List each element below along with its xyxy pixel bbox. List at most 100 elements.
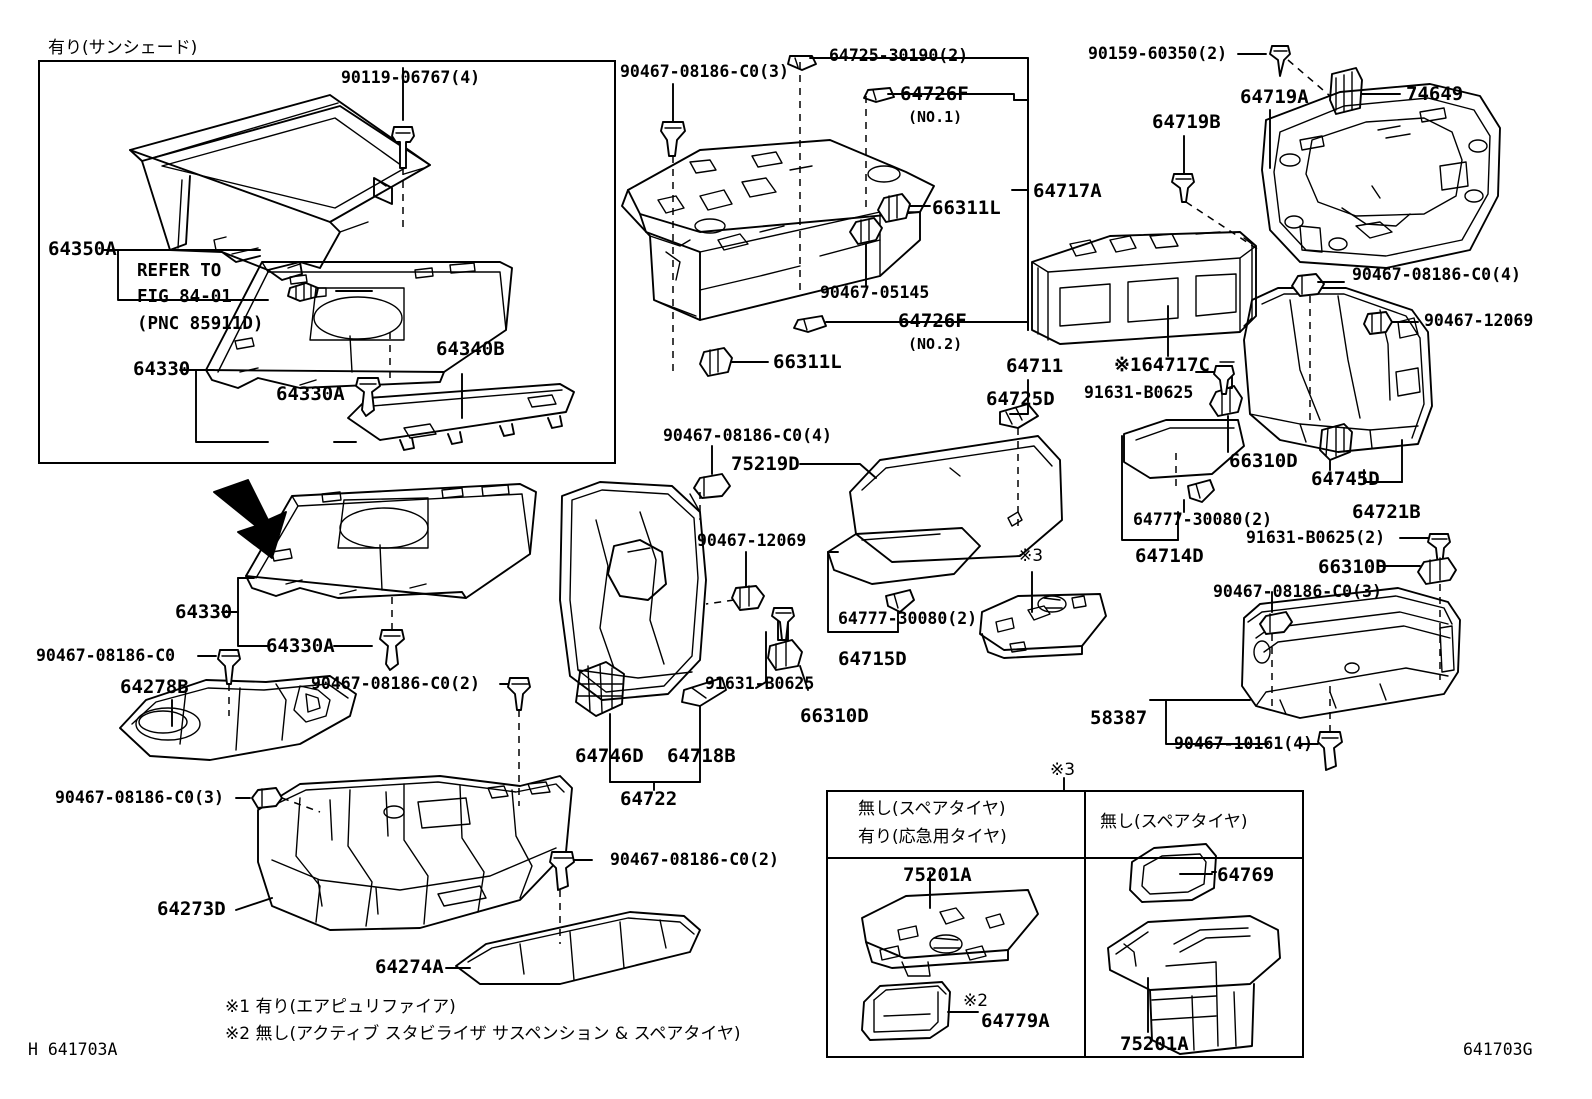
part-66310D-center (767, 611, 803, 671)
fastener-90467-05145 (849, 217, 883, 245)
label-66311L-a: 66311L (932, 197, 1001, 219)
label-64721B: 64721B (1352, 501, 1421, 523)
fastener-90467-08186-right (1291, 273, 1325, 297)
label-64722: 64722 (620, 788, 678, 810)
part-package-tray-lower (245, 483, 537, 599)
fastener-90467-08186-2b (549, 851, 575, 891)
part-64745D (1319, 423, 1353, 461)
label-64330-lower: 64330 (175, 601, 233, 623)
label-64726F-no2: 64726F (898, 310, 967, 332)
fastener-64726F-1 (863, 87, 895, 103)
label-90119-06767: 90119-06767(4) (341, 68, 481, 87)
label-64746D: 64746D (575, 745, 644, 767)
part-64274A (455, 911, 701, 985)
label-64330-inset: 64330 (133, 358, 191, 380)
label-64726F-no2-suffix: (NO.2) (908, 335, 963, 353)
part-74649-clip (1329, 67, 1363, 115)
label-64711: 64711 (1006, 355, 1064, 377)
label-64726F-no1-suffix: (NO.1) (908, 108, 963, 126)
label-90467-10161: 90467-10161(4) (1174, 734, 1314, 753)
label-66310D-c: 66310D (800, 705, 869, 727)
fastener-90467-08186-2a (507, 677, 531, 711)
table-col1-title-line2: 有り(応急用タイヤ) (858, 827, 1007, 847)
label-64777-30080-a: 64777-30080(2) (1133, 510, 1273, 529)
label-64719B: 64719B (1152, 111, 1221, 133)
label-75219D: 75219D (731, 453, 800, 475)
part-64273D-insulator (257, 775, 573, 931)
label-64777-30080-b: 64777-30080(2) (838, 609, 978, 628)
fastener-90467-12069-right (1363, 311, 1393, 335)
fastener-64719B (1171, 173, 1195, 203)
part-64746D-grille (575, 661, 625, 717)
table-col1-title-line1: 無し(スペアタイヤ) (858, 799, 1006, 819)
label-64717A: 64717A (1033, 180, 1102, 202)
part-58387-scuff-plate (1241, 587, 1461, 719)
footnote-2: ※2 無し(アクティブ スタビライザ サスペンション & スペアタイヤ) (225, 1024, 741, 1044)
fastener-91631-B0625-2 (1427, 533, 1451, 567)
label-90467-12069-center: 90467-12069 (697, 531, 807, 550)
fastener-91631-B0625-right (1213, 365, 1235, 395)
refer-line-1: REFER TO (137, 261, 222, 281)
fastener-64725-30190 (787, 55, 817, 71)
label-64274A: 64274A (375, 956, 444, 978)
label-64779A: 64779A (981, 1010, 1050, 1032)
fastener-90467-12069-center (731, 585, 765, 611)
fastener-90467-08186-lowerleft (217, 649, 241, 685)
label-75201A-left: 75201A (903, 864, 972, 886)
label-64718B: 64718B (667, 745, 736, 767)
label-164717C: ※164717C (1114, 354, 1210, 376)
label-91631-B0625-b: 91631-B0625 (705, 674, 815, 693)
part-64777-30080-a (1187, 479, 1215, 503)
marker-asterisk3-center: ※3 (1018, 546, 1044, 566)
table-header-divider (826, 857, 1304, 859)
fastener-90159-60350 (1269, 45, 1291, 77)
table-column-divider (1084, 790, 1086, 1058)
footnote-1: ※1 有り(エアピュリファイア) (225, 997, 456, 1017)
label-90467-08186-C0: 90467-08186-C0 (36, 646, 176, 665)
part-64722-quarter-trim-left (559, 481, 707, 701)
label-64725D: 64725D (986, 388, 1055, 410)
sunshade-inset-box (38, 60, 616, 464)
inset-title-sunshade: 有り(サンシェード) (48, 38, 198, 58)
label-90467-08186-C0-3c: 90467-08186-C0(3) (55, 788, 224, 807)
part-deck-board-center (979, 593, 1107, 659)
label-90467-08186-C0-4b: 90467-08186-C0(4) (1352, 265, 1521, 284)
fastener-90467-08186-top (660, 121, 686, 157)
label-91631-B0625-2: 91631-B0625(2) (1246, 528, 1386, 547)
fastener-66310D-right-lower (1417, 557, 1457, 585)
label-90467-12069-right: 90467-12069 (1424, 311, 1534, 330)
fastener-66311L-b (699, 347, 733, 377)
label-64714D: 64714D (1135, 545, 1204, 567)
label-64330A-lower: 64330A (266, 635, 335, 657)
spare-tire-table-box (826, 790, 1304, 1058)
label-90467-08186-C0-2a: 90467-08186-C0(2) (311, 674, 480, 693)
refer-note: REFER TO FIG 84-01 (PNC 85911D) (137, 258, 263, 337)
label-90467-08186-C0-3a: 90467-08186-C0(3) (620, 62, 789, 81)
label-64715D: 64715D (838, 648, 907, 670)
label-74649: 74649 (1406, 83, 1464, 105)
label-91631-B0625-a: 91631-B0625 (1084, 383, 1194, 402)
fastener-66311L-a (877, 193, 911, 223)
refer-line-3: (PNC 85911D) (137, 313, 264, 334)
fastener-64330A-lower (379, 629, 405, 671)
fastener-90467-10161 (1317, 731, 1343, 771)
fastener-90467-08186-58387 (1259, 611, 1293, 635)
label-64278B: 64278B (120, 676, 189, 698)
sheet-id-right: 641703G (1463, 1040, 1533, 1059)
label-64719A: 64719A (1240, 86, 1309, 108)
part-164717C (1031, 231, 1257, 345)
label-66310D-a: 66310D (1229, 450, 1298, 472)
label-64340B: 64340B (436, 338, 505, 360)
label-66310D-b: 66310D (1318, 556, 1387, 578)
fastener-90467-08186-3c (251, 787, 283, 809)
label-90467-05145: 90467-05145 (820, 283, 930, 302)
fastener-64726F-2 (793, 315, 827, 333)
part-backdoor-trim-74649 (1261, 83, 1501, 269)
label-64273D: 64273D (157, 898, 226, 920)
table-col2-title-line1: 無し(スペアタイヤ) (1100, 812, 1248, 832)
part-64721B-quarter-trim (1243, 287, 1433, 453)
marker-asterisk2-64779A: ※2 (963, 991, 989, 1011)
label-90467-08186-C0-3b: 90467-08186-C0(3) (1213, 582, 1382, 601)
arrow-indicator (213, 479, 287, 559)
